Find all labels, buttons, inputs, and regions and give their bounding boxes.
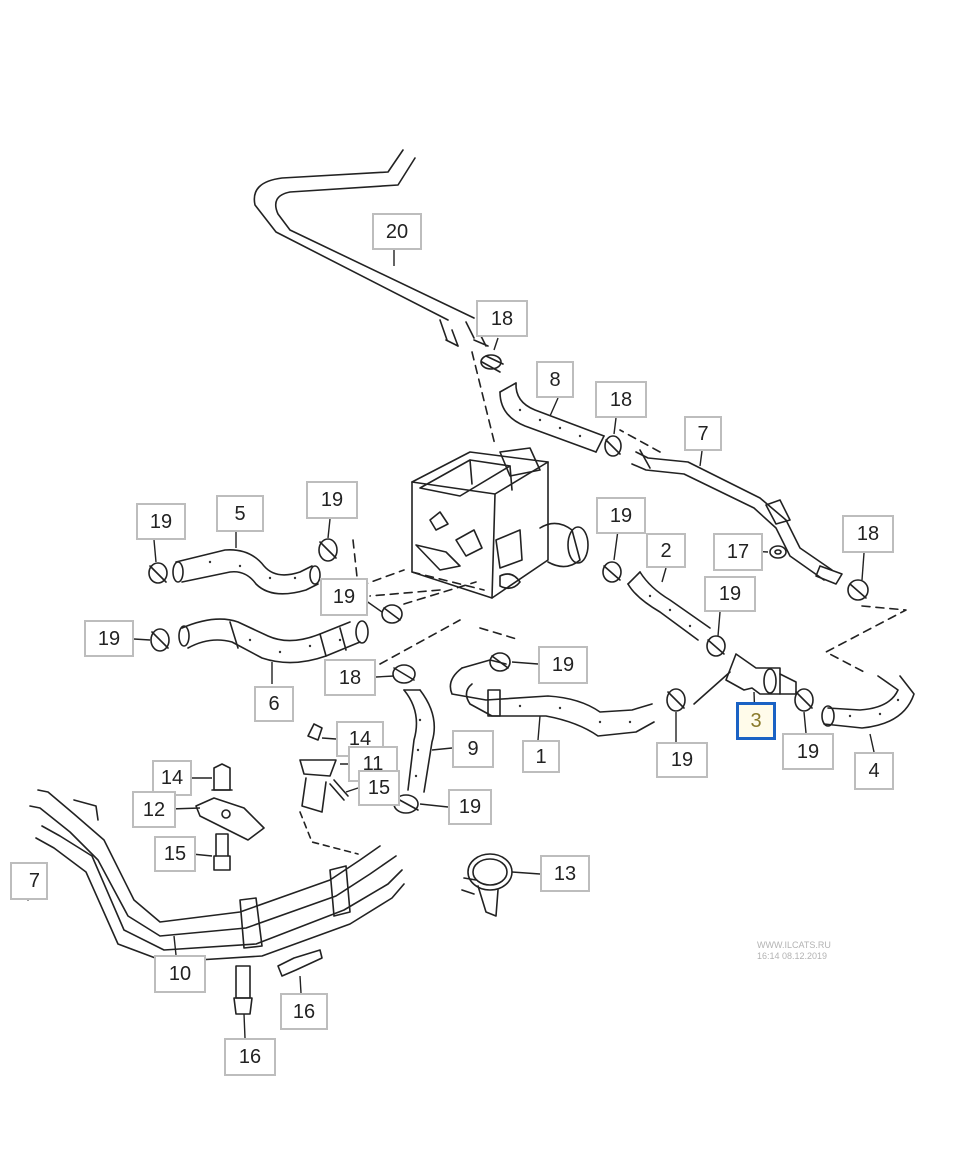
pipes-10-drawing xyxy=(25,789,405,963)
leader-lines xyxy=(133,250,875,1039)
callout-19[interactable]: 19 xyxy=(320,578,368,616)
guide-lines xyxy=(352,429,907,675)
callout-18[interactable]: 18 xyxy=(324,659,376,696)
callout-19[interactable]: 19 xyxy=(704,576,756,612)
callout-18[interactable]: 18 xyxy=(842,515,894,553)
watermark-site: WWW.ILCATS.RU xyxy=(757,940,831,950)
hose-5-drawing xyxy=(172,549,321,595)
callout-18[interactable]: 18 xyxy=(476,300,528,337)
pipe-7-drawing xyxy=(631,449,843,585)
heater-unit-drawing xyxy=(411,447,589,599)
callout-19[interactable]: 19 xyxy=(538,646,588,684)
callout-3-selected[interactable]: 3 xyxy=(736,702,776,740)
clamp-19-hose6-drawing xyxy=(150,604,403,652)
washer-17-drawing xyxy=(769,545,787,559)
callout-15[interactable]: 15 xyxy=(358,770,400,806)
hose-dots xyxy=(208,408,900,778)
callout-7[interactable]: 7 xyxy=(684,416,722,451)
callout-1[interactable]: 1 xyxy=(522,740,560,773)
clamp-18b-drawing xyxy=(604,435,622,457)
callout-13[interactable]: 13 xyxy=(540,855,590,892)
pipe-20-drawing xyxy=(253,149,496,446)
clamp-19-hose2-drawing xyxy=(602,561,726,657)
callout-19[interactable]: 19 xyxy=(656,742,708,778)
watermark-timestamp: 16:14 08.12.2019 xyxy=(757,951,828,961)
callout-8[interactable]: 8 xyxy=(536,361,574,398)
callout-17[interactable]: 17 xyxy=(713,533,763,571)
callout-19[interactable]: 19 xyxy=(306,481,358,519)
callout-16[interactable]: 16 xyxy=(224,1038,276,1076)
bracket-12-drawing xyxy=(195,797,265,841)
callout-19[interactable]: 19 xyxy=(596,497,646,534)
callout-14[interactable]: 14 xyxy=(152,760,192,796)
hose-2-drawing xyxy=(627,571,711,641)
callout-7-edge[interactable]: 7 xyxy=(10,862,48,900)
callout-5[interactable]: 5 xyxy=(216,495,264,532)
callout-4[interactable]: 4 xyxy=(854,752,894,790)
callout-2[interactable]: 2 xyxy=(646,533,686,568)
clamp-18-drawing xyxy=(480,354,504,373)
bolt-14-drawing xyxy=(211,763,233,791)
callout-12[interactable]: 12 xyxy=(132,791,176,828)
bolt-16-drawing xyxy=(233,949,323,1015)
clamp-18d-drawing xyxy=(392,664,416,684)
callout-19[interactable]: 19 xyxy=(84,620,134,657)
hose-8-drawing xyxy=(499,382,605,453)
callout-16[interactable]: 16 xyxy=(280,993,328,1030)
clamp-19-hose4-drawing xyxy=(794,688,814,712)
bracket-11-drawing xyxy=(299,723,359,855)
hose-4-drawing xyxy=(821,675,915,729)
hose-1-drawing xyxy=(449,659,655,737)
callout-10[interactable]: 10 xyxy=(154,955,206,993)
clamp-19-hose1-drawing xyxy=(489,652,686,712)
clamp-19-hose5-drawing xyxy=(148,538,338,584)
t-piece-3-drawing xyxy=(693,653,797,705)
bolt-15-drawing xyxy=(213,833,231,871)
callout-15[interactable]: 15 xyxy=(154,836,196,872)
callout-20[interactable]: 20 xyxy=(372,213,422,250)
callout-19[interactable]: 19 xyxy=(448,789,492,825)
callout-19[interactable]: 19 xyxy=(136,503,186,540)
watermark: WWW.ILCATS.RU 16:14 08.12.2019 xyxy=(757,940,831,962)
hose-6-drawing xyxy=(178,618,369,664)
hose-9-drawing xyxy=(403,689,436,793)
callout-19[interactable]: 19 xyxy=(782,733,834,770)
callout-6[interactable]: 6 xyxy=(254,686,294,722)
clamp-13-drawing xyxy=(461,853,513,917)
callout-9[interactable]: 9 xyxy=(452,730,494,768)
callout-18[interactable]: 18 xyxy=(595,381,647,418)
clamp-18c-drawing xyxy=(847,579,869,601)
